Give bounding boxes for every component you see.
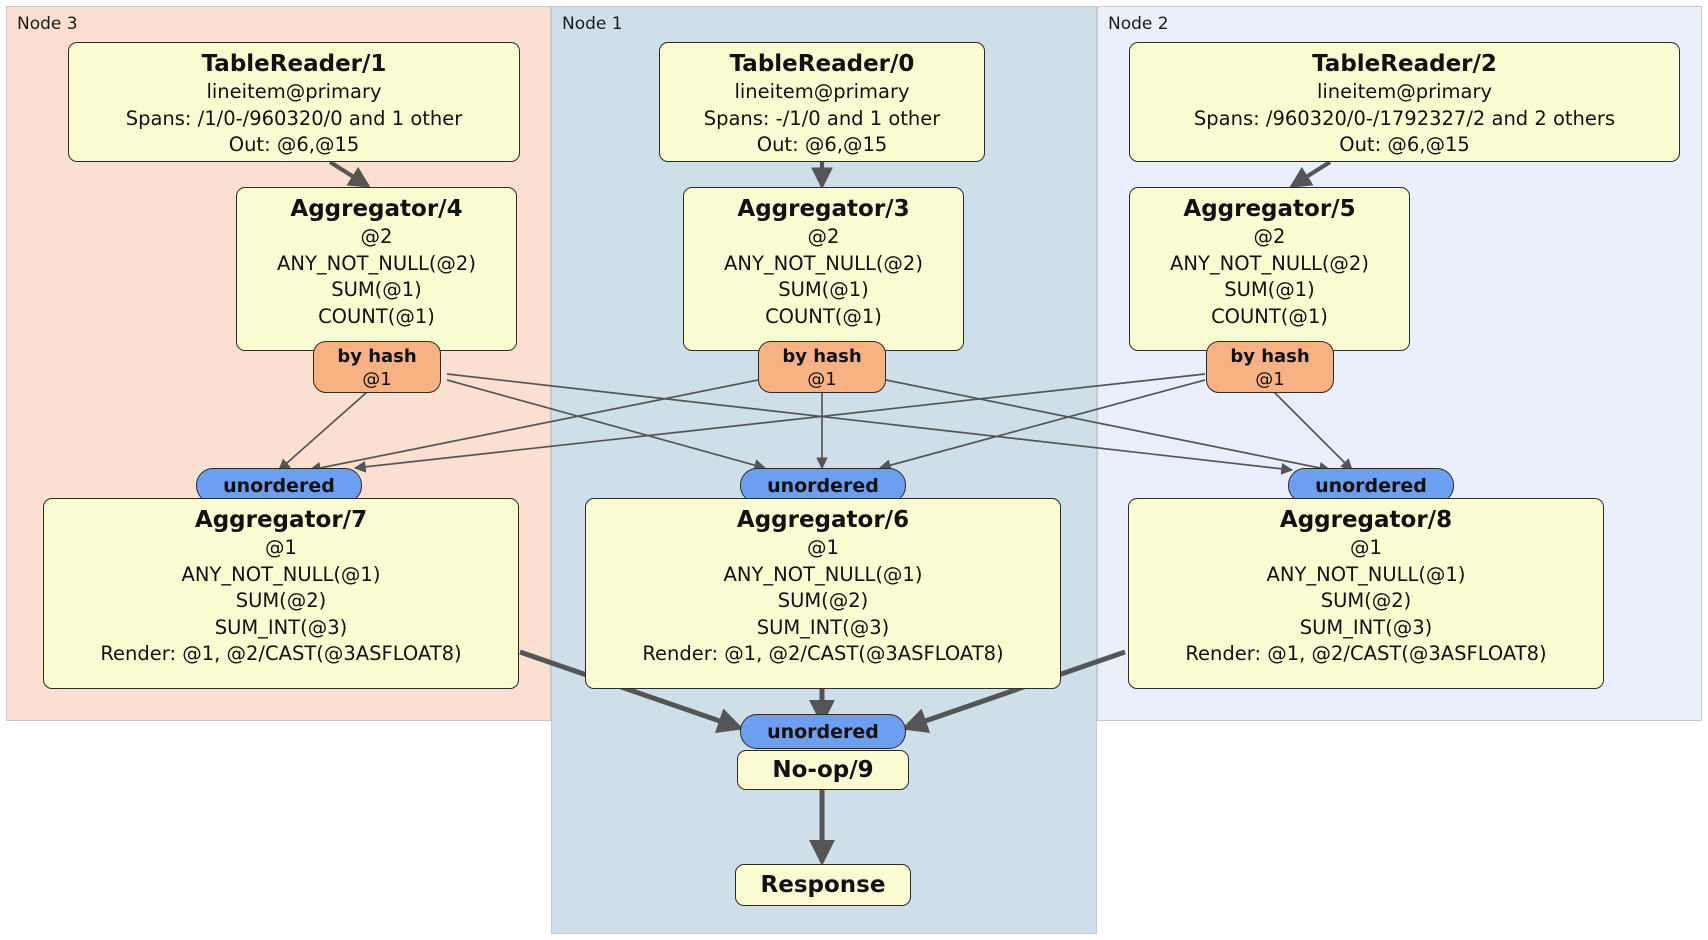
processor-detail-agg-3: SUM_INT(@3) <box>1299 615 1433 639</box>
router-kind-label: by hash <box>337 346 417 367</box>
processor-detail-render: Render: @1, @2/CAST(@3ASFLOAT8) <box>100 642 462 665</box>
processor-detail-spans: Spans: /1/0-/960320/0 and 1 other <box>125 106 463 130</box>
processor-title: Aggregator/3 <box>737 196 910 222</box>
processor-detail-agg-1: ANY_NOT_NULL(@2) <box>1170 251 1369 275</box>
processor-title: TableReader/1 <box>201 51 387 77</box>
router-column-label: @1 <box>1255 369 1285 390</box>
processor-title: Aggregator/7 <box>194 507 368 533</box>
processor-detail-agg-3: COUNT(@1) <box>1211 304 1328 328</box>
processor-detail-table: lineitem@primary <box>1316 80 1493 103</box>
processor-aggregator-3[interactable]: Aggregator/3 @2 ANY_NOT_NULL(@2) SUM(@1)… <box>683 187 964 351</box>
processor-detail-agg-2: SUM(@2) <box>235 589 327 612</box>
synchronizer-label: unordered <box>767 474 879 497</box>
processor-response[interactable]: Response <box>735 864 911 906</box>
processor-aggregator-6[interactable]: Aggregator/6 @1 ANY_NOT_NULL(@1) SUM(@2)… <box>585 498 1061 689</box>
processor-detail-render: Render: @1, @2/CAST(@3ASFLOAT8) <box>642 642 1004 665</box>
region-node-1-label: Node 1 <box>562 14 623 34</box>
processor-title: No-op/9 <box>772 757 874 783</box>
processor-detail-agg-3: COUNT(@1) <box>765 304 882 328</box>
processor-noop-9[interactable]: No-op/9 <box>737 750 909 790</box>
processor-title: Aggregator/8 <box>1279 507 1453 533</box>
synchronizer-unordered-final[interactable]: unordered <box>740 714 906 749</box>
processor-tablereader-2[interactable]: TableReader/2 lineitem@primary Spans: /9… <box>1129 42 1680 162</box>
processor-title: TableReader/2 <box>1312 51 1497 77</box>
processor-title: Aggregator/6 <box>736 507 910 533</box>
processor-detail-agg-3: SUM_INT(@3) <box>756 615 890 639</box>
processor-title: Aggregator/4 <box>290 196 463 222</box>
processor-detail-spans: Spans: /960320/0-/1792327/2 and 2 others <box>1193 106 1616 130</box>
router-column-label: @1 <box>807 369 837 390</box>
processor-detail-agg-2: SUM(@1) <box>331 278 422 301</box>
router-by-hash-center[interactable]: by hash @1 <box>758 341 886 393</box>
processor-detail-agg-1: ANY_NOT_NULL(@1) <box>181 562 381 586</box>
router-by-hash-left[interactable]: by hash @1 <box>313 341 441 393</box>
router-column-label: @1 <box>362 369 392 390</box>
processor-detail-groupby: @1 <box>807 536 839 559</box>
processor-tablereader-1[interactable]: TableReader/1 lineitem@primary Spans: /1… <box>68 42 520 162</box>
processor-tablereader-0[interactable]: TableReader/0 lineitem@primary Spans: -/… <box>659 42 985 162</box>
region-node-3-label: Node 3 <box>17 14 78 34</box>
processor-detail-agg-1: ANY_NOT_NULL(@1) <box>723 562 923 586</box>
synchronizer-unordered-right[interactable]: unordered <box>1288 468 1454 503</box>
router-kind-label: by hash <box>782 346 862 367</box>
processor-detail-render: Render: @1, @2/CAST(@3ASFLOAT8) <box>1185 642 1547 665</box>
processor-detail-agg-2: SUM(@1) <box>778 278 869 301</box>
processor-detail-out: Out: @6,@15 <box>228 133 360 156</box>
processor-detail-groupby: @1 <box>1350 536 1382 559</box>
processor-detail-out: Out: @6,@15 <box>1339 133 1470 156</box>
region-node-2-label: Node 2 <box>1108 14 1169 34</box>
processor-detail-table: lineitem@primary <box>734 80 910 103</box>
processor-aggregator-8[interactable]: Aggregator/8 @1 ANY_NOT_NULL(@1) SUM(@2)… <box>1128 498 1604 689</box>
processor-aggregator-4[interactable]: Aggregator/4 @2 ANY_NOT_NULL(@2) SUM(@1)… <box>236 187 517 351</box>
processor-detail-agg-1: ANY_NOT_NULL(@1) <box>1266 562 1466 586</box>
processor-detail-groupby: @2 <box>360 225 393 248</box>
processor-detail-agg-2: SUM(@2) <box>1320 589 1412 612</box>
processor-aggregator-7[interactable]: Aggregator/7 @1 ANY_NOT_NULL(@1) SUM(@2)… <box>43 498 519 689</box>
processor-detail-agg-1: ANY_NOT_NULL(@2) <box>277 251 476 275</box>
processor-title: TableReader/0 <box>729 51 915 77</box>
processor-detail-agg-3: COUNT(@1) <box>318 304 435 328</box>
processor-detail-agg-3: SUM_INT(@3) <box>214 615 348 639</box>
processor-detail-agg-1: ANY_NOT_NULL(@2) <box>724 251 923 275</box>
processor-detail-agg-2: SUM(@2) <box>777 589 869 612</box>
router-by-hash-right[interactable]: by hash @1 <box>1206 341 1334 393</box>
processor-aggregator-5[interactable]: Aggregator/5 @2 ANY_NOT_NULL(@2) SUM(@1)… <box>1129 187 1410 351</box>
synchronizer-label: unordered <box>767 720 879 743</box>
router-kind-label: by hash <box>1230 346 1310 367</box>
processor-detail-agg-2: SUM(@1) <box>1224 278 1315 301</box>
processor-detail-groupby: @2 <box>807 225 840 248</box>
processor-detail-out: Out: @6,@15 <box>756 133 888 156</box>
processor-detail-table: lineitem@primary <box>206 80 382 103</box>
synchronizer-label: unordered <box>223 474 335 497</box>
synchronizer-label: unordered <box>1315 474 1427 497</box>
processor-detail-groupby: @2 <box>1253 225 1286 248</box>
processor-title: Aggregator/5 <box>1183 196 1356 222</box>
processor-detail-groupby: @1 <box>265 536 297 559</box>
processor-title: Response <box>760 872 886 898</box>
processor-detail-spans: Spans: -/1/0 and 1 other <box>703 106 941 130</box>
synchronizer-unordered-center[interactable]: unordered <box>740 468 906 503</box>
